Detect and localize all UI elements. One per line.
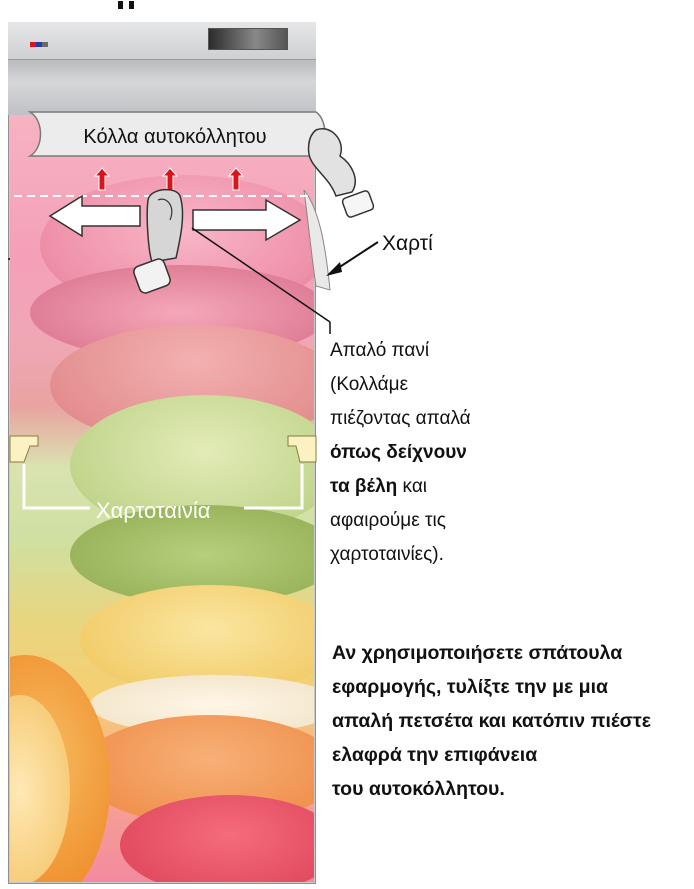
flag-red [30,42,36,47]
cloth-line-5: τα βέλη και [330,470,510,504]
note-line-4: ελαφρά την επιφάνεια [332,744,538,766]
tape-bracket-right [244,464,304,510]
paper-callout-arrowhead [326,262,342,276]
cloth-bold-1: όπως δείχνουν [330,442,467,463]
hand-holding-glue [307,127,375,218]
cloth-line-4: όπως δείχνουν [330,436,510,470]
cloth-after-bold: και [397,476,428,497]
note-line-2: εφαρμογής, τυλίξτε την με μια [332,676,609,698]
cloth-line-1: Απαλό πανί [330,340,430,361]
note-line-3: απαλή πετσέτα και κατόπιν πιέστε [332,710,651,732]
paper-label: Χαρτί [382,232,433,255]
hand-with-cloth [133,188,184,294]
right-arrow [192,198,302,242]
cloth-line-6: αφαιρούμε τις [330,510,446,531]
tape-label: Χαρτοταινία [96,498,211,523]
flag-grey [42,42,48,47]
red-arrow-2 [161,167,179,191]
macaron-photo [10,115,314,882]
red-arrow-3 [227,167,245,191]
tape-left [9,435,39,463]
note-line-1: Αν χρησιμοποιήσετε σπάτουλα [332,642,623,664]
tape-bracket-left [22,464,90,510]
macaron-red [120,795,314,882]
flag-blue [36,42,42,47]
red-arrow-1 [93,167,111,191]
tape-right [287,435,317,463]
fridge-display [208,28,288,50]
spatula-note: Αν χρησιμοποιήσετε σπάτουλα εφαρμογής, τ… [332,636,694,806]
left-arrow [48,194,141,238]
red-up-arrows [93,167,245,191]
cloth-instructions: Απαλό πανί (Κολλάμε πιέζοντας απαλά όπως… [330,334,510,572]
glue-label: Κόλλα αυτοκόλλητου [83,126,267,148]
cloth-bold-2: τα βέλη [330,476,398,497]
title-fragment-glyph [118,1,134,9]
title-fragment [118,0,158,11]
fridge-grille [8,60,316,115]
cloth-line-3: πιέζοντας απαλά [330,408,471,429]
cloth-line-7: χαρτοταινίες). [330,544,444,565]
cloth-line-2: (Κολλάμε [330,374,409,395]
cloth-callout-line [191,227,331,323]
paper-peel [303,190,331,291]
note-line-5: του αυτοκόλλητου. [332,778,505,800]
